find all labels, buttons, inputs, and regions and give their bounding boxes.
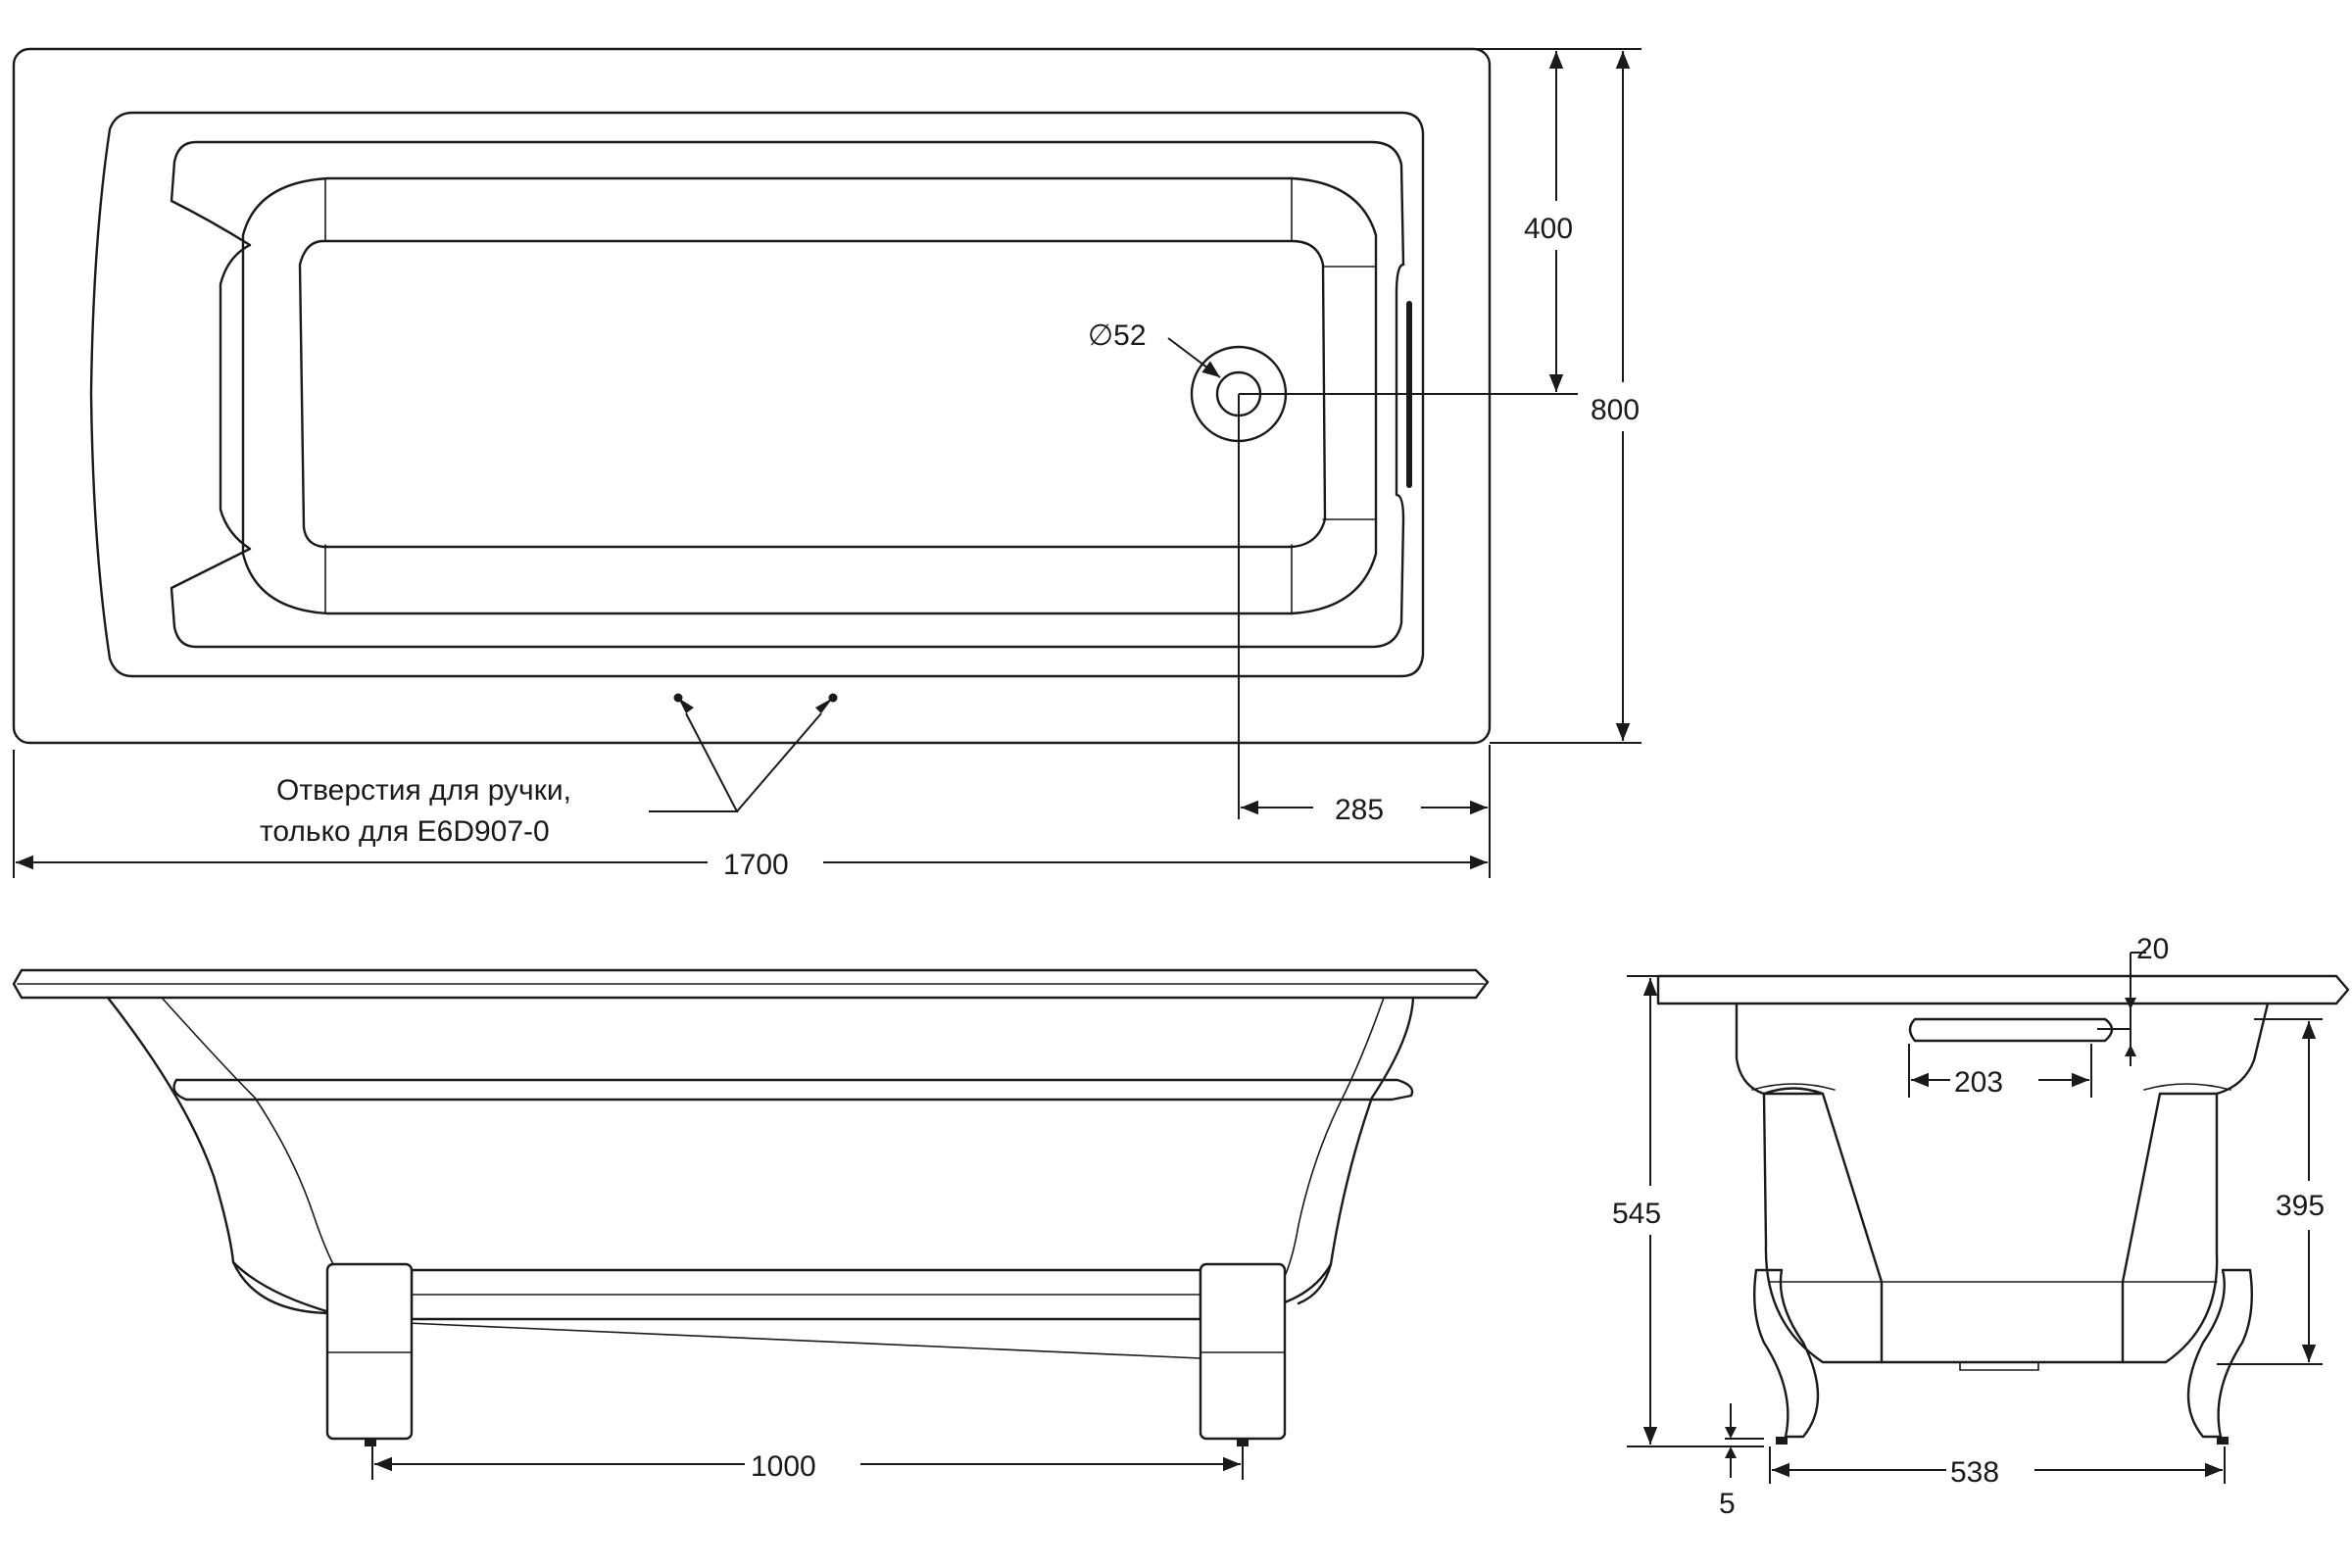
dim-800-label: 800 (1591, 394, 1640, 426)
handle-arrow-right (815, 698, 833, 713)
end-leg-right (2121, 1092, 2219, 1364)
handle-note-line2: только для E6D907-0 (260, 815, 550, 848)
side-view: 1000 (12, 968, 1490, 1486)
dim-1000-label: 1000 (751, 1450, 816, 1483)
dim-545-label: 545 (1612, 1198, 1661, 1230)
side-foot-right (1199, 1262, 1287, 1441)
dim-285-label: 285 (1335, 794, 1384, 826)
side-bottom (231, 1260, 1333, 1315)
handle-arrow-left (678, 698, 694, 713)
side-left-curve (161, 997, 334, 1265)
handle-leader (649, 712, 822, 812)
tub-basin-floor (298, 239, 1327, 549)
dim-20-line (2097, 952, 2146, 1066)
handle-note-line1: Отверстия для ручки, (276, 774, 571, 807)
dim-395-label: 395 (2276, 1190, 2325, 1222)
dim-400-label: 400 (1524, 213, 1573, 245)
drain-diameter-label: ∅52 (1088, 319, 1147, 352)
end-view: 20 203 545 395 5 538 (1607, 933, 2350, 1520)
tub-flange-outline (89, 111, 1425, 678)
tub-inner-contour (241, 176, 1378, 615)
side-right-curve (1285, 997, 1385, 1275)
dim-20-label: 20 (2136, 933, 2169, 965)
side-tub-bottom-slope (406, 1322, 1201, 1359)
end-foot-left (1753, 1268, 1820, 1439)
side-ledge (172, 1078, 1414, 1102)
tub-basin-rim (170, 140, 1405, 649)
end-leg-left (1762, 1087, 1884, 1364)
overflow-tube (1908, 1017, 2114, 1043)
end-rim (1656, 974, 2350, 1005)
end-foot-right (2186, 1268, 2253, 1439)
side-rim (12, 968, 1490, 1000)
tub-outer-rim (12, 47, 1492, 745)
side-foot-left (325, 1262, 414, 1441)
top-view: ∅52 Отверстия для ручки, только для E6D9… (12, 47, 1666, 884)
dim-5-label: 5 (1719, 1488, 1736, 1520)
tub-right-slope (1322, 266, 1377, 520)
dim-203-label: 203 (1954, 1066, 2003, 1099)
end-body (1735, 1002, 2270, 1364)
dim-538-label: 538 (1950, 1456, 1999, 1489)
dim-1700-label: 1700 (723, 849, 789, 881)
drain-leader (1167, 337, 1221, 378)
